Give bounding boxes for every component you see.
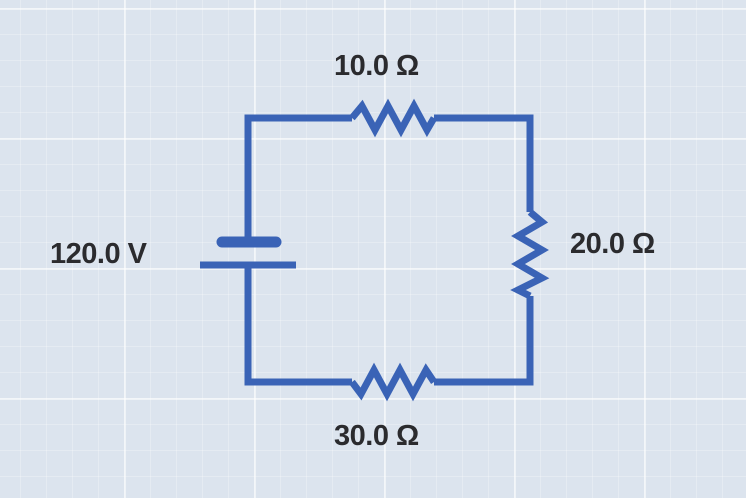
battery-icon (200, 236, 296, 269)
wire-top-right (434, 114, 534, 212)
resistor-right (510, 209, 550, 300)
wire-bottom-left (244, 265, 352, 386)
right-resistor-label: 20.0 Ω (570, 228, 655, 260)
wire-top-left (244, 114, 352, 242)
bottom-resistor-label: 30.0 Ω (334, 420, 419, 452)
resistor-top (349, 98, 438, 138)
resistor-bottom (349, 362, 437, 402)
top-resistor-label: 10.0 Ω (334, 50, 419, 82)
battery-voltage-label: 120.0 V (50, 238, 147, 270)
wire-right-bottom (434, 296, 534, 386)
